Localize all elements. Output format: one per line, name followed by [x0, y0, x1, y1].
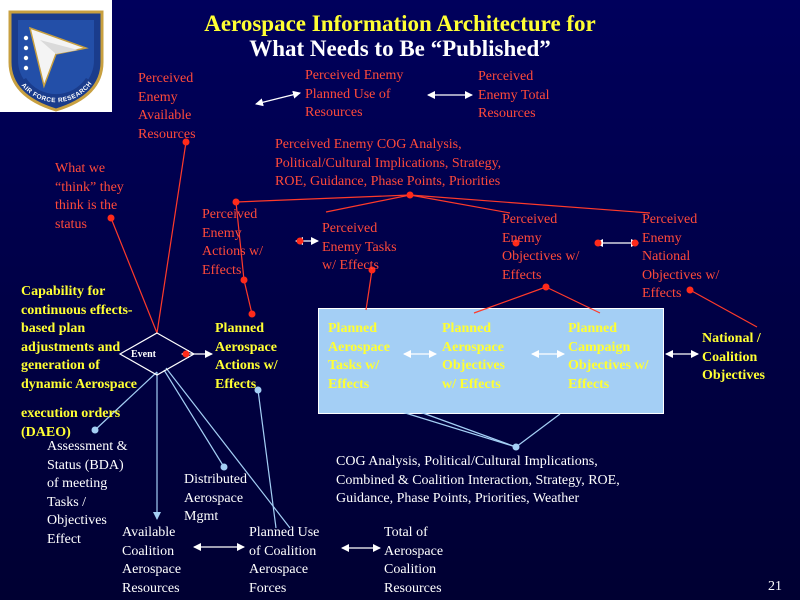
connector-cog-far [409, 194, 651, 214]
node-cog-analysis [512, 443, 520, 451]
node-daeo [91, 426, 99, 434]
label-perceived-enemy-actions: Perceived Enemy Actions w/ Effects [202, 207, 264, 278]
node-what-we-think [107, 214, 115, 222]
connector-cog-right [409, 194, 511, 214]
connector-box-cog1 [401, 411, 517, 448]
afrl-logo: AIR FORCE RESEARCH LABORATORY [0, 0, 112, 112]
node-objectives-right [594, 239, 602, 247]
node-objectives-bottom [542, 283, 550, 291]
connector-cog-mid [325, 194, 411, 213]
connector-event-planneduse [165, 367, 291, 529]
label-planned-campaign-objectives: Planned Campaign Objectives w/ Effects [568, 321, 649, 392]
event-diamond[interactable] [118, 332, 196, 376]
label-perceived-enemy-national: Perceived Enemy National Objectives w/ E… [642, 212, 720, 301]
connector-event-mgmt [163, 369, 225, 468]
slide-title-line2: What Needs to Be “Published” [249, 36, 551, 61]
connector-tasks-down [365, 269, 373, 311]
node-tasks-right [368, 266, 376, 274]
page-number: 21 [768, 579, 782, 594]
label-what-we-think: What we “think” they think is the status [55, 161, 124, 232]
label-distributed-mgmt: Distributed Aerospace Mgmt [184, 472, 247, 524]
node-cog [406, 191, 414, 199]
connector-event-daeo [94, 371, 158, 431]
connector-obj-right [545, 286, 601, 314]
node-tasks [296, 237, 304, 245]
label-planned-aerospace-actions: Planned Aerospace Actions w/ Effects [215, 321, 278, 392]
label-total-coalition: Total of Aerospace Coalition Resources [384, 525, 444, 596]
connector-national [689, 289, 758, 328]
label-available-coalition: Available Coalition Aerospace Resources [122, 525, 182, 596]
label-execution-orders: execution orders (DAEO) [21, 406, 121, 440]
label-planned-use-coalition: Planned Use of Coalition Aerospace Force… [249, 525, 320, 596]
connector-actions-down [243, 279, 253, 315]
node-actions [232, 198, 240, 206]
label-perceived-enemy-tasks: Perceived Enemy Tasks w/ Effects [322, 221, 397, 273]
node-actions-bottom [240, 276, 248, 284]
label-perceived-enemy-planned-use: Perceived Enemy Planned Use of Resources [305, 68, 404, 120]
node-objectives [512, 239, 520, 247]
connector-actions-blue [257, 389, 277, 529]
label-planned-aerospace-objectives: Planned Aerospace Objectives w/ Effects [442, 321, 505, 392]
label-perceived-enemy-available-resources: Perceived Enemy Available Resources [138, 71, 196, 142]
node-actions-blue [254, 386, 262, 394]
connector-box-cog2 [419, 411, 517, 448]
connector-event-available [156, 141, 187, 334]
connector-event-whatwethink [110, 217, 158, 334]
node-available-resources [182, 138, 190, 146]
label-perceived-enemy-cog: Perceived Enemy COG Analysis, Political/… [275, 137, 502, 189]
label-planned-aerospace-tasks: Planned Aerospace Tasks w/ Effects [328, 321, 390, 392]
node-national [631, 239, 639, 247]
slide-title-line1: Aerospace Information Architecture for [204, 11, 596, 36]
label-perceived-enemy-objectives: Perceived Enemy Objectives w/ Effects [502, 212, 580, 283]
label-assessment-status: Assessment & Status (BDA) of meeting Tas… [47, 439, 128, 547]
label-cog-analysis: COG Analysis, Political/Cultural Implica… [336, 454, 620, 506]
node-actions-planned [248, 310, 256, 318]
node-national-bottom [686, 286, 694, 294]
node-mgmt [220, 463, 228, 471]
event-label: Event [131, 349, 156, 360]
planned-aerospace-box [318, 308, 664, 414]
label-capability: Capability for continuous effects- based… [21, 284, 138, 392]
connector-box-cog3 [515, 413, 561, 448]
label-national-coalition-objectives: National / Coalition Objectives [702, 331, 765, 383]
node-event-red [182, 350, 190, 358]
arrow-available-planneduse [255, 90, 301, 107]
connector-obj-left [473, 286, 547, 314]
connector-cog-left [235, 194, 411, 203]
label-perceived-enemy-total-resources: Perceived Enemy Total Resources [478, 69, 550, 121]
connector-actions-up [235, 201, 245, 281]
